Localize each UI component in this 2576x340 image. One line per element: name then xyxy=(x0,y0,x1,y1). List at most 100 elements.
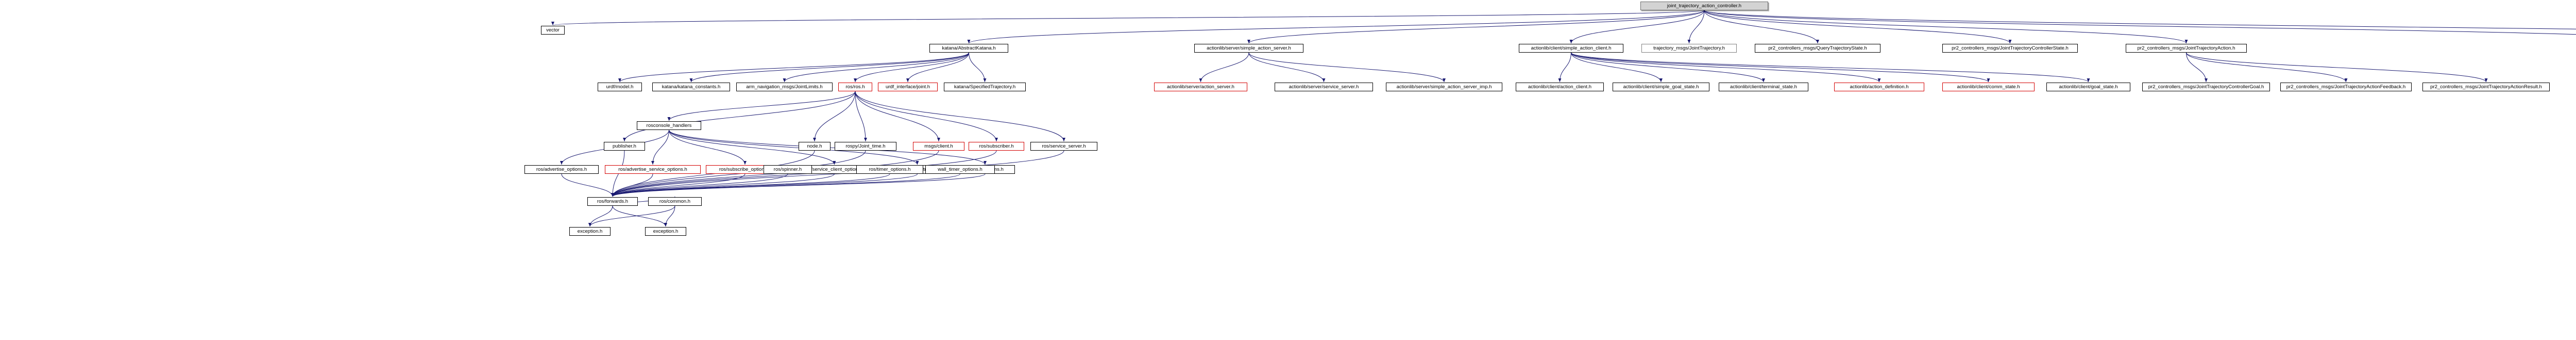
graph-node[interactable]: actionlib/client/terminal_state.h xyxy=(1719,83,1808,91)
graph-node[interactable]: ros/subscriber.h xyxy=(969,142,1024,151)
graph-edge xyxy=(667,91,856,121)
graph-edge xyxy=(611,173,986,197)
graph-node[interactable]: arm_navigation_msgs/JointLimits.h xyxy=(736,83,833,91)
graph-node[interactable]: ros/forwards.h xyxy=(587,197,638,206)
graph-edge xyxy=(588,205,675,227)
graph-node-label: actionlib/client/simple_goal_state.h xyxy=(1623,84,1699,90)
graph-node[interactable]: katana/katana_constants.h xyxy=(652,83,730,91)
graph-edge xyxy=(854,52,969,83)
graph-node-label: ros/service_client_options.h xyxy=(804,166,865,172)
graph-node-label: exception.h xyxy=(653,228,679,234)
graph-edge xyxy=(611,173,788,197)
graph-edge xyxy=(1687,10,1705,44)
graph-node-label: ros/forwards.h xyxy=(597,198,629,204)
graph-edge xyxy=(855,91,1065,142)
graph-node-label: msgs/client.h xyxy=(924,143,953,149)
graph-node-label: pr2_controllers_msgs/JointTrajectoryActi… xyxy=(2137,45,2235,51)
graph-node[interactable]: exception.h xyxy=(569,227,611,236)
graph-edge xyxy=(1571,52,1990,83)
graph-node[interactable]: ros/spinner.h xyxy=(764,165,812,174)
graph-edge xyxy=(611,173,835,197)
graph-edge xyxy=(1571,52,1765,83)
graph-node-label: katana/katana_constants.h xyxy=(662,84,721,90)
graph-node[interactable]: katana/SpecifiedTrajectory.h xyxy=(944,83,1026,91)
graph-node[interactable]: actionlib/server/simple_action_server_im… xyxy=(1386,83,1502,91)
graph-node[interactable]: wall_timer_options.h xyxy=(925,165,995,174)
graph-node[interactable]: ros/advertise_options.h xyxy=(524,165,599,174)
graph-node[interactable]: ros/advertise_service_options.h xyxy=(605,165,701,174)
graph-node[interactable]: exception.h xyxy=(645,227,686,236)
graph-node[interactable]: pr2_controllers_msgs/JointTrajectoryCont… xyxy=(2142,83,2270,91)
graph-node[interactable]: ros/service_server.h xyxy=(1030,142,1097,151)
graph-node-label: ros/spinner.h xyxy=(773,166,802,172)
graph-node[interactable]: actionlib/server/simple_action_server.h xyxy=(1194,44,1303,53)
graph-node[interactable]: actionlib/action_definition.h xyxy=(1834,83,1924,91)
graph-node[interactable]: ros/common.h xyxy=(648,197,702,206)
graph-node[interactable]: katana/AbstractKatana.h xyxy=(929,44,1008,53)
graph-node[interactable]: urdf/model.h xyxy=(598,83,642,91)
graph-node[interactable]: pr2_controllers_msgs/JointTrajectoryActi… xyxy=(2422,83,2550,91)
graph-node[interactable]: actionlib/client/goal_state.h xyxy=(2046,83,2130,91)
graph-edge xyxy=(611,173,890,197)
graph-node[interactable]: actionlib/server/service_server.h xyxy=(1275,83,1373,91)
graph-edge xyxy=(783,52,969,83)
graph-edge xyxy=(813,91,856,142)
graph-edge xyxy=(1248,52,1326,83)
graph-node[interactable]: ros/timer_options.h xyxy=(856,165,923,174)
graph-node[interactable]: trajectory_msgs/JointTrajectory.h xyxy=(1641,44,1737,53)
graph-node[interactable]: actionlib/server/action_server.h xyxy=(1154,83,1247,91)
graph-node-label: actionlib/client/action_client.h xyxy=(1528,84,1592,90)
graph-node-label: urdf/model.h xyxy=(606,84,634,90)
graph-node-label: publisher.h xyxy=(613,143,636,149)
graph-node[interactable]: msgs/client.h xyxy=(913,142,964,151)
graph-node[interactable]: actionlib/client/action_client.h xyxy=(1516,83,1604,91)
graph-edge xyxy=(611,173,918,197)
graph-node-label: actionlib/server/simple_action_server_im… xyxy=(1396,84,1492,90)
graph-edge xyxy=(623,91,856,142)
graph-node-label: katana/AbstractKatana.h xyxy=(942,45,996,51)
graph-node-label: pr2_controllers_msgs/JointTrajectoryActi… xyxy=(2286,84,2406,90)
graph-edge xyxy=(906,52,969,83)
graph-node[interactable]: pr2_controllers_msgs/JointTrajectoryActi… xyxy=(2280,83,2412,91)
graph-node-label: actionlib/server/service_server.h xyxy=(1289,84,1359,90)
graph-node-label: ros/subscriber.h xyxy=(979,143,1014,149)
graph-node-label: ros/advertise_service_options.h xyxy=(618,166,687,172)
graph-node-label: katana/SpecifiedTrajectory.h xyxy=(954,84,1016,90)
graph-node[interactable]: rosconsole_handlers xyxy=(637,121,701,130)
graph-node[interactable]: pr2_controllers_msgs/JointTrajectoryActi… xyxy=(2126,44,2247,53)
graph-node[interactable]: node.h xyxy=(799,142,831,151)
graph-edge xyxy=(1571,52,1881,83)
graph-root-node[interactable]: joint_trajectory_action_controller.h xyxy=(1640,2,1768,10)
graph-node[interactable]: pr2_controllers_msgs/JointTrajectoryCont… xyxy=(1942,44,2078,53)
graph-node[interactable]: urdf_interface/joint.h xyxy=(878,83,938,91)
graph-node[interactable]: rospy/Joint_time.h xyxy=(835,142,896,151)
graph-edge xyxy=(669,129,747,165)
graph-node[interactable]: actionlib/client/simple_goal_state.h xyxy=(1613,83,1709,91)
graph-edge xyxy=(1569,10,1705,44)
graph-edge xyxy=(1558,52,1571,83)
graph-node[interactable]: ros/ros.h xyxy=(838,83,872,91)
graph-node-label: actionlib/client/comm_state.h xyxy=(1957,84,2020,90)
graph-node[interactable]: vector xyxy=(541,26,565,35)
graph-node[interactable]: publisher.h xyxy=(604,142,645,151)
graph-edge xyxy=(664,205,675,227)
graph-edge xyxy=(1704,10,2576,35)
graph-node-label: ros/timer_options.h xyxy=(869,166,911,172)
graph-edge xyxy=(855,91,867,142)
graph-edge xyxy=(969,52,987,83)
graph-node-label: ros/common.h xyxy=(659,198,691,204)
graph-edge xyxy=(561,173,614,197)
graph-node-label: joint_trajectory_action_controller.h xyxy=(1667,3,1742,9)
graph-node-label: pr2_controllers_msgs/QueryTrajectoryStat… xyxy=(1768,45,1867,51)
graph-edge xyxy=(651,129,669,165)
graph-node[interactable]: actionlib/client/comm_state.h xyxy=(1942,83,2035,91)
graph-edge xyxy=(1704,10,2012,44)
graph-edge xyxy=(2186,52,2208,83)
graph-node-label: urdf_interface/joint.h xyxy=(885,84,930,90)
graph-edge xyxy=(552,10,1705,26)
graph-node[interactable]: actionlib/client/simple_action_client.h xyxy=(1519,44,1623,53)
graph-node-label: ros/ros.h xyxy=(845,84,865,90)
graph-node-label: node.h xyxy=(807,143,822,149)
graph-node[interactable]: pr2_controllers_msgs/QueryTrajectoryStat… xyxy=(1755,44,1880,53)
